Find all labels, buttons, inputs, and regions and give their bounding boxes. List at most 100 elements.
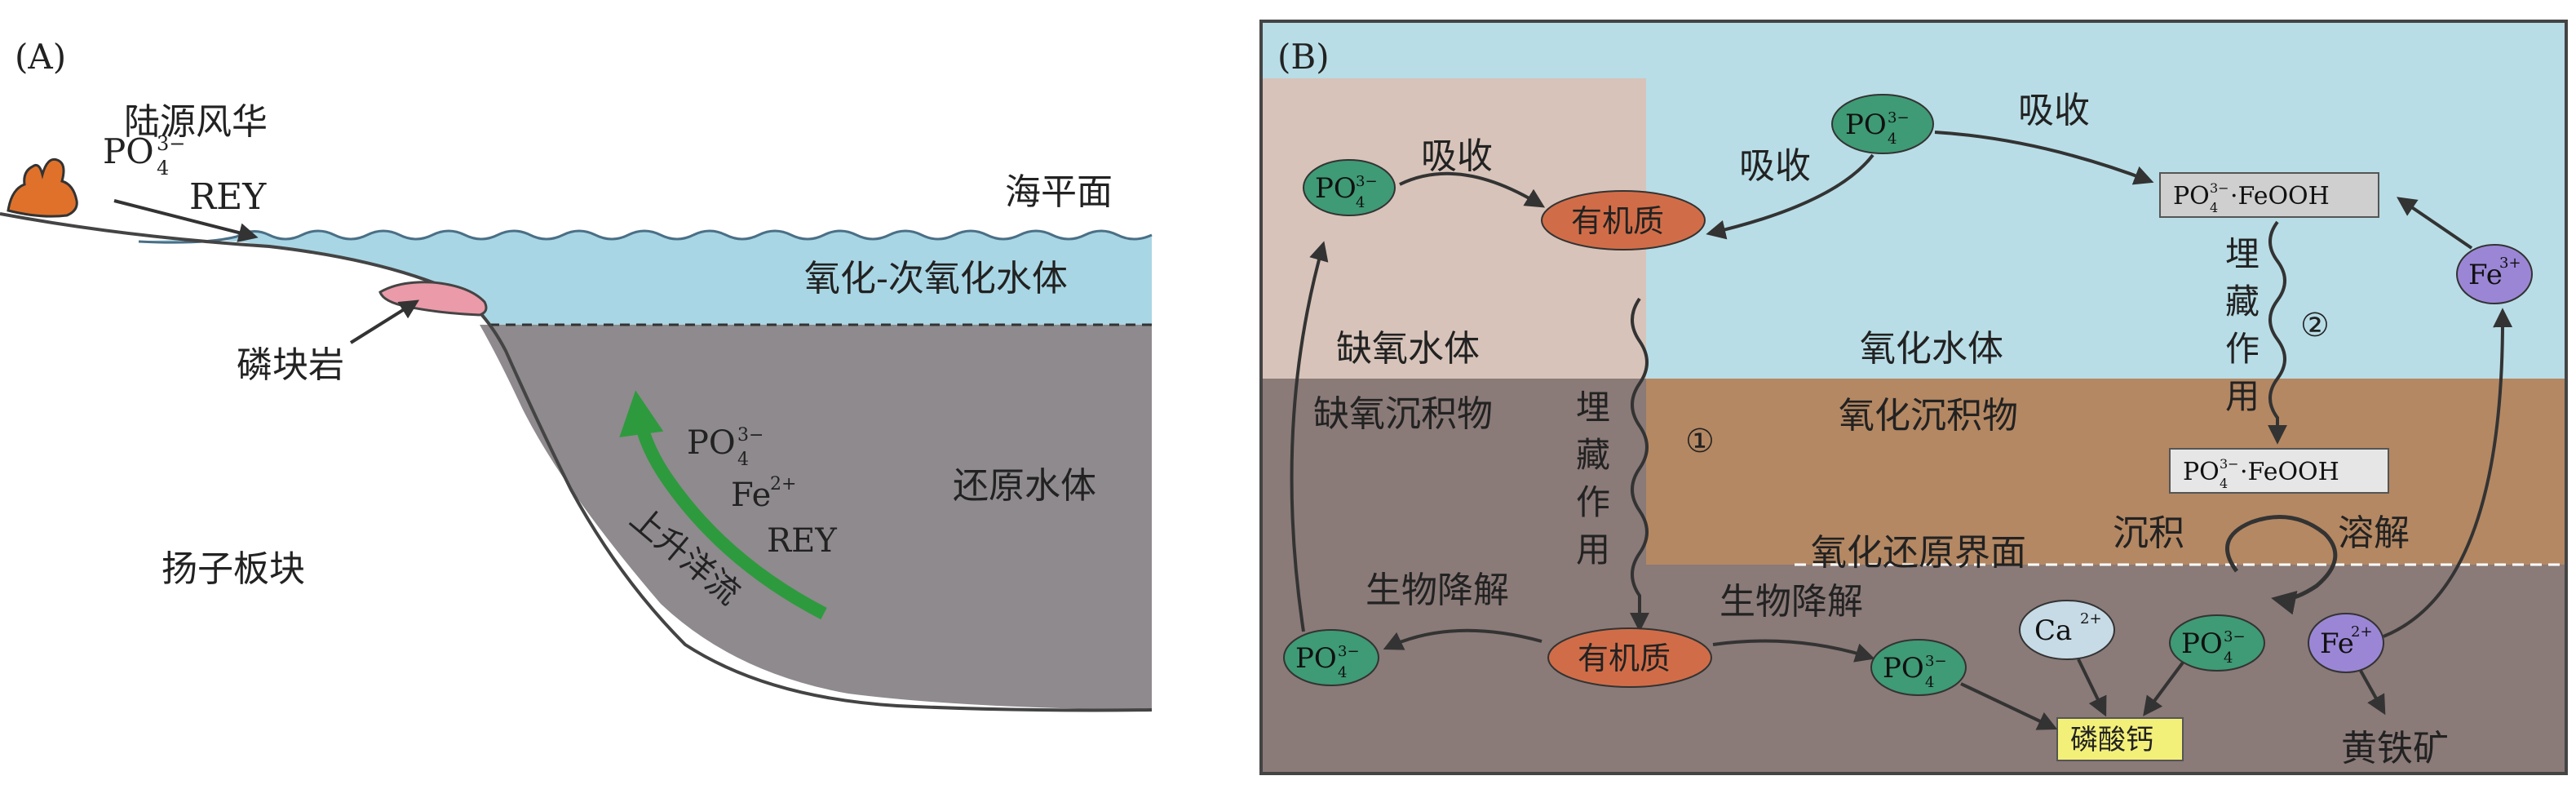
organic-matter-node-upper: 有机质 bbox=[1541, 190, 1706, 250]
phosphate-right-to-caphosphate-arrow bbox=[2143, 661, 2184, 716]
burial-1-char-2: 藏 bbox=[1576, 435, 1610, 475]
svg-text:4: 4 bbox=[1356, 194, 1365, 211]
anoxic-sediment-label: 缺氧沉积物 bbox=[1313, 393, 1493, 435]
svg-text:4: 4 bbox=[1888, 131, 1897, 148]
svg-text:4: 4 bbox=[157, 157, 169, 180]
biodegradation-label-right: 生物降解 bbox=[1720, 581, 1863, 623]
oxic-water-label: 氧化-次氧化水体 bbox=[804, 258, 1068, 299]
svg-text:3−: 3− bbox=[1925, 653, 1947, 670]
calcium-charge: 2+ bbox=[2080, 610, 2102, 627]
absorb-arrow-right bbox=[1934, 131, 2154, 185]
sea-surface-line bbox=[138, 229, 1153, 244]
calcium-phosphate-label: 磷酸钙 bbox=[2070, 724, 2153, 756]
recycle-arrow-up bbox=[1290, 241, 1329, 632]
fe3-to-feooh-arrow bbox=[2397, 197, 2473, 250]
upwelling-arrow bbox=[619, 390, 827, 620]
absorb-arrow-middle bbox=[1706, 153, 1874, 240]
svg-text:PO: PO bbox=[2183, 458, 2220, 486]
calcium-node: Ca 2+ bbox=[2019, 600, 2115, 660]
deposition-label: 沉积 bbox=[2113, 512, 2184, 554]
panel-a: (A) 陆源风华 PO 3− 4 REY 海平面 氧化-次氧化水体 磷块岩 bbox=[0, 37, 1153, 712]
organic-matter-lower-label: 有机质 bbox=[1578, 641, 1671, 676]
burial-label-1: 埋 藏 作 用 bbox=[1576, 388, 1610, 570]
svg-text:PO: PO bbox=[1845, 109, 1887, 141]
phosphate-node-upper-left: PO 3− 4 bbox=[1303, 159, 1396, 216]
fe3-charge: 3+ bbox=[2499, 255, 2521, 272]
sea-level-label: 海平面 bbox=[1005, 171, 1113, 213]
anoxic-water-label: 缺氧水体 bbox=[1336, 328, 1480, 370]
svg-text:3−: 3− bbox=[2210, 180, 2229, 196]
reducing-water-body bbox=[480, 325, 1152, 710]
reducing-water-label: 还原水体 bbox=[953, 465, 1096, 507]
seafloor-line bbox=[0, 212, 1153, 712]
fe2-charge: 2+ bbox=[2351, 623, 2373, 641]
burial-2-char-3: 作 bbox=[2225, 329, 2260, 369]
burial-2-char-2: 藏 bbox=[2225, 282, 2260, 321]
calcium-to-caphosphate-arrow bbox=[2077, 658, 2107, 717]
feooh-label-upper: ·FeOOH bbox=[2230, 182, 2330, 211]
biodegradation-label-left: 生物降解 bbox=[1365, 570, 1509, 611]
svg-text:3−: 3− bbox=[1888, 109, 1910, 126]
calcium-phosphate-box: 磷酸钙 bbox=[2056, 717, 2184, 761]
weathering-rey-label: REY bbox=[189, 176, 267, 218]
svg-text:PO: PO bbox=[1315, 172, 1357, 205]
svg-text:3−: 3− bbox=[737, 425, 764, 446]
oxic-sediment-zone bbox=[1646, 379, 2566, 565]
burial-arrow-2 bbox=[2268, 220, 2287, 445]
phosphate-node-lower-right: PO 3− 4 bbox=[2169, 614, 2265, 672]
svg-text:4: 4 bbox=[2220, 476, 2228, 491]
fe2-to-fe3-arrow bbox=[2383, 308, 2513, 638]
svg-text:PO: PO bbox=[2173, 182, 2210, 211]
absorb-label-right: 吸收 bbox=[2018, 90, 2090, 131]
oxic-water-body bbox=[139, 231, 1152, 325]
svg-text:4: 4 bbox=[2224, 649, 2233, 667]
phosphorite-label: 磷块岩 bbox=[237, 344, 344, 386]
oxic-sediment-label: 氧化沉积物 bbox=[1839, 395, 2018, 437]
fe3-node: Fe 3+ bbox=[2456, 244, 2533, 304]
svg-text:3−: 3− bbox=[2220, 456, 2239, 472]
svg-text:3−: 3− bbox=[1356, 173, 1378, 190]
svg-text:PO: PO bbox=[2181, 627, 2223, 660]
panel-b-frame bbox=[1259, 20, 2568, 775]
fe3-label: Fe bbox=[2468, 259, 2503, 291]
burial-arrow-1 bbox=[1630, 297, 1649, 632]
weathering-arrow bbox=[113, 199, 259, 242]
svg-text:4: 4 bbox=[737, 450, 749, 470]
phosphate-node-lower-center: PO 3− 4 bbox=[1870, 639, 1967, 696]
burial-1-char-3: 作 bbox=[1576, 482, 1610, 522]
plate-label: 扬子板块 bbox=[162, 548, 305, 590]
absorb-label-middle: 吸收 bbox=[1739, 145, 1811, 187]
panel-a-label: (A) bbox=[15, 37, 66, 77]
phosphate-to-caphosphate-arrow bbox=[1960, 682, 2058, 730]
continental-rock bbox=[7, 157, 78, 218]
panel-b-label: (B) bbox=[1277, 37, 1330, 77]
svg-text:PO: PO bbox=[1883, 652, 1924, 685]
organic-matter-upper-label: 有机质 bbox=[1571, 203, 1664, 239]
redox-interface-label: 氧化还原界面 bbox=[1811, 532, 2026, 574]
upwelling-fe-label: Fe bbox=[731, 477, 771, 514]
biodegradation-arrow-left bbox=[1383, 628, 1543, 650]
organic-matter-node-lower: 有机质 bbox=[1547, 627, 1712, 688]
svg-text:3−: 3− bbox=[1338, 643, 1360, 660]
burial-2-char-4: 用 bbox=[2225, 376, 2260, 416]
phosphate-node-lower-left: PO 3− 4 bbox=[1283, 629, 1379, 686]
svg-text:2+: 2+ bbox=[770, 474, 796, 494]
deposition-dissolution-loop bbox=[2224, 515, 2338, 615]
svg-text:4: 4 bbox=[1925, 674, 1934, 691]
burial-2-char-1: 埋 bbox=[2225, 234, 2260, 274]
svg-text:PO: PO bbox=[103, 131, 154, 171]
phosphate-feooh-box-lower: PO 3− 4 ·FeOOH bbox=[2169, 448, 2389, 494]
pyrite-label: 黄铁矿 bbox=[2341, 728, 2449, 769]
burial-label-2: 埋 藏 作 用 bbox=[2225, 234, 2260, 416]
upwelling-species: PO 3− 4 Fe 2+ REY bbox=[687, 424, 837, 560]
oxic-water-label-b: 氧化水体 bbox=[1860, 328, 2003, 370]
svg-text:3−: 3− bbox=[157, 132, 185, 155]
svg-text:PO: PO bbox=[1295, 642, 1337, 675]
svg-text:3−: 3− bbox=[2224, 628, 2246, 645]
absorb-arrow-left bbox=[1399, 171, 1546, 208]
upwelling-rey-label: REY bbox=[767, 522, 837, 560]
calcium-label: Ca bbox=[2034, 614, 2072, 647]
svg-text:4: 4 bbox=[1338, 664, 1347, 681]
panel-b: (B) 缺氧水体 缺氧沉积物 氧化水体 氧化沉积物 氧化还原界面 PO 3− 4… bbox=[1259, 20, 2568, 775]
